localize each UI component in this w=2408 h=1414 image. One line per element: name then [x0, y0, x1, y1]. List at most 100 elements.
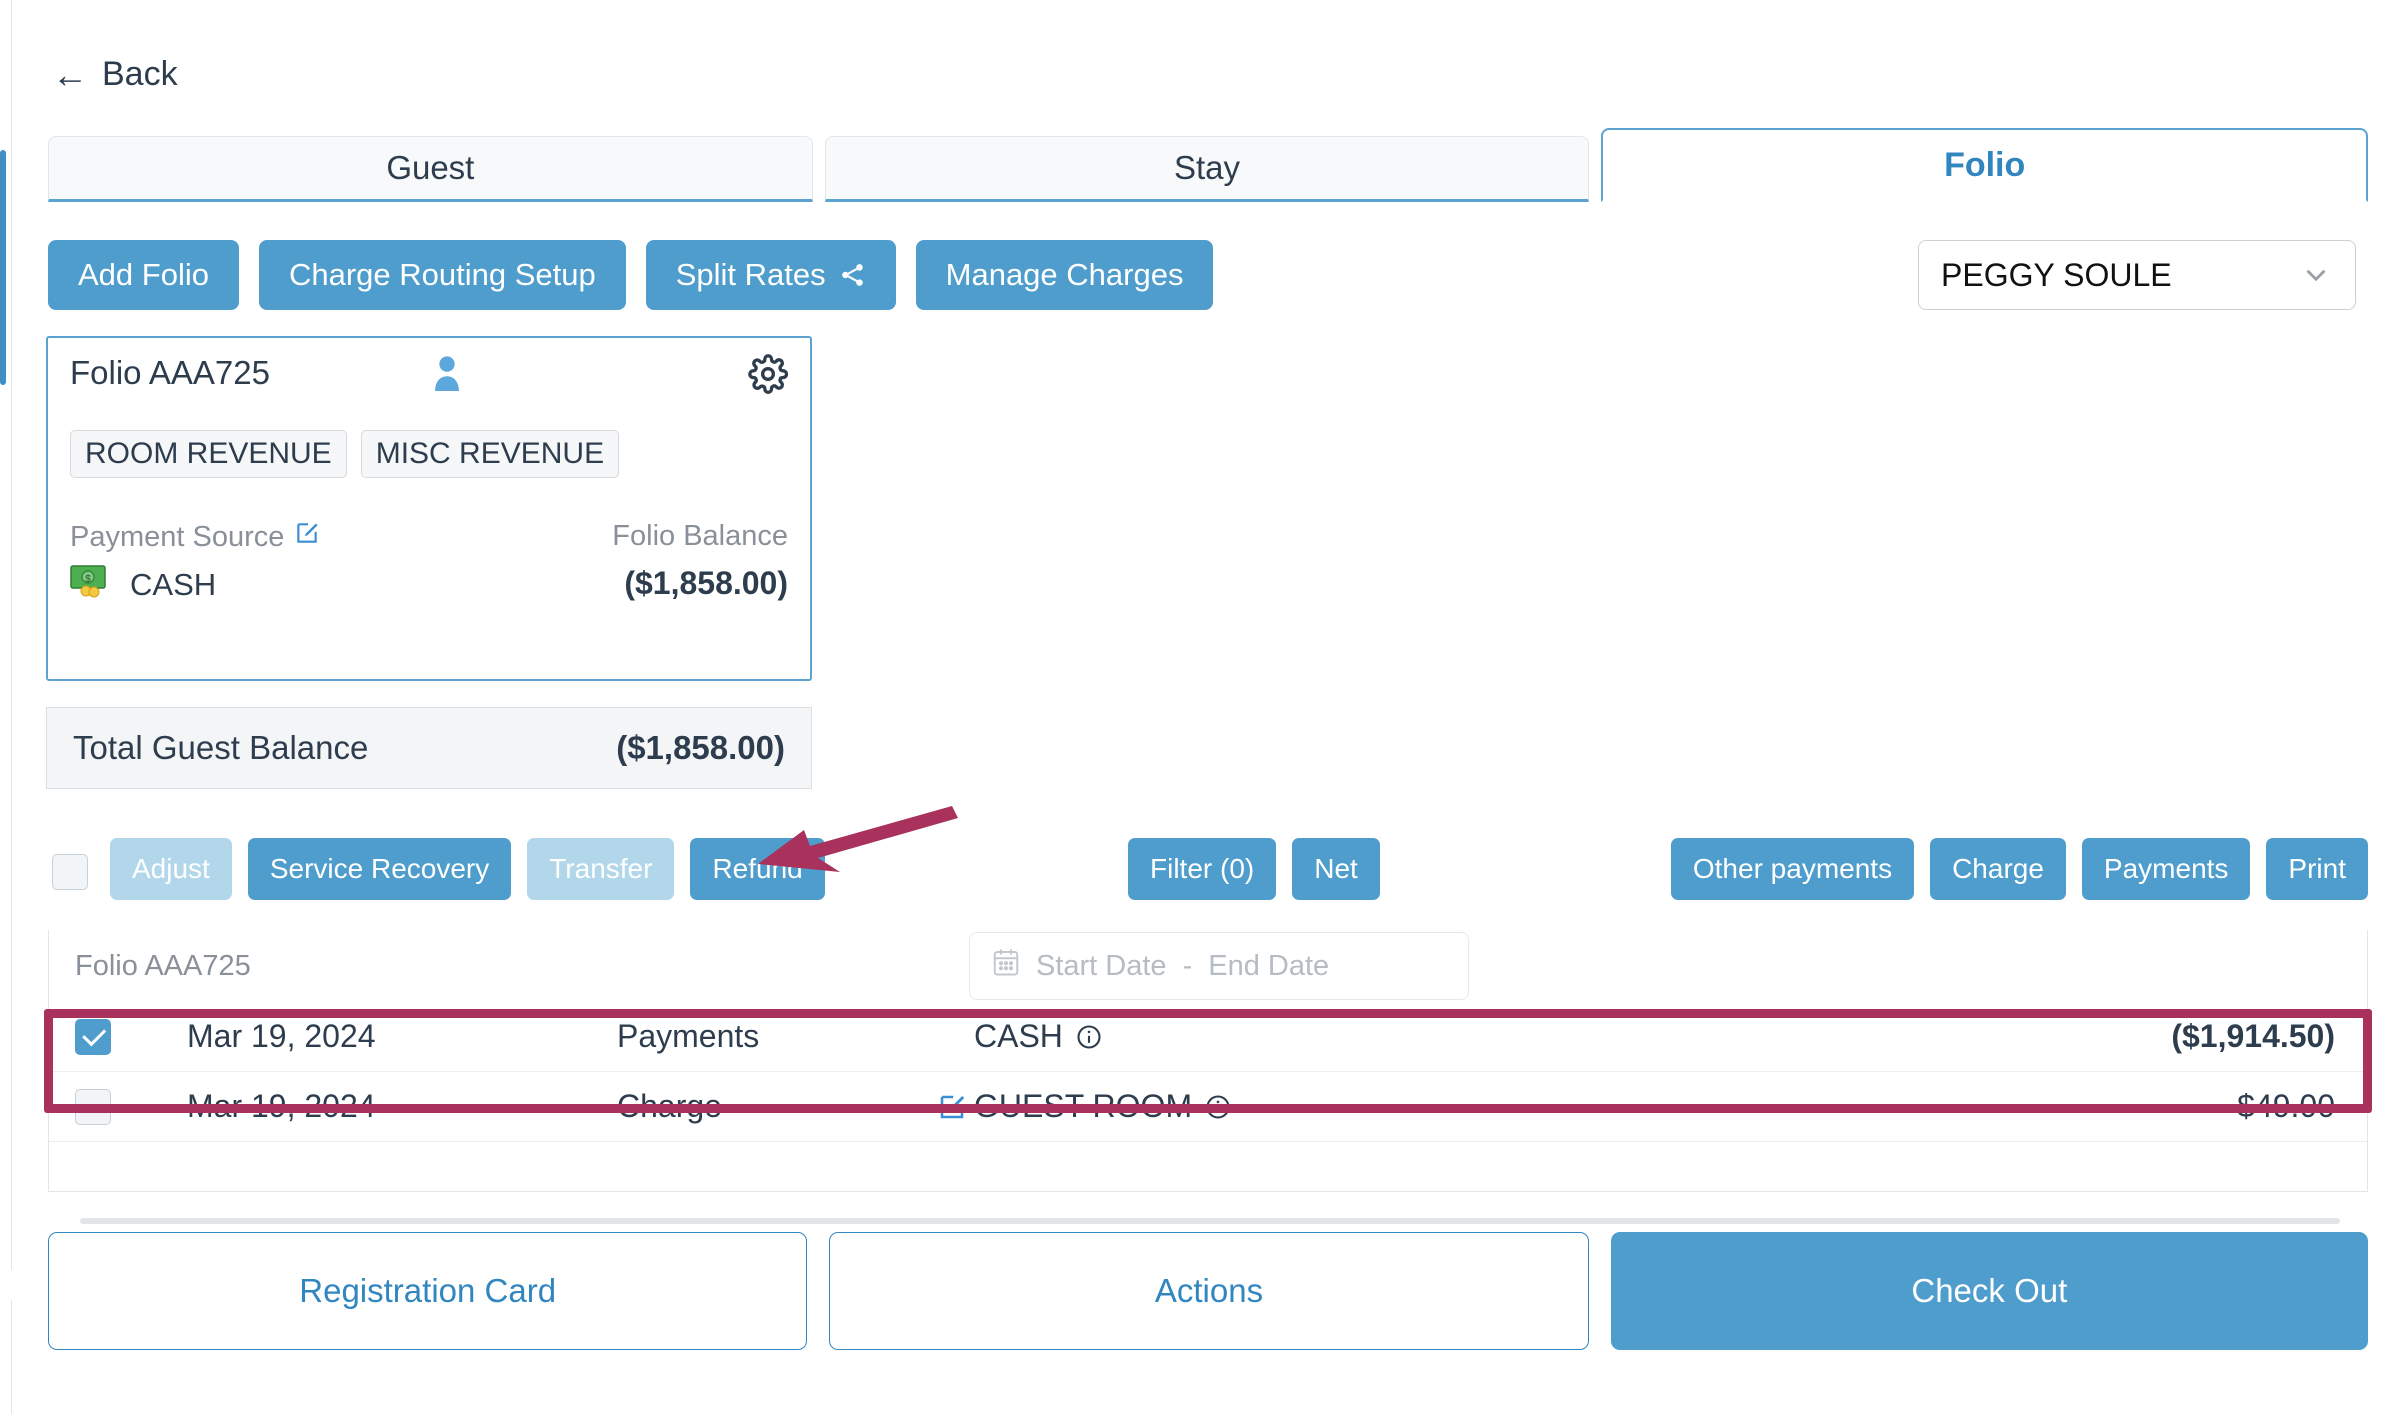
toolbar-mid-group: Filter (0) Net: [1128, 838, 1380, 900]
transfer-button[interactable]: Transfer: [527, 838, 675, 900]
chip-misc-revenue-label: MISC REVENUE: [375, 437, 605, 470]
row-source: GUEST ROOM: [974, 1088, 1232, 1125]
row-source: CASH: [974, 1018, 1103, 1055]
tab-stay[interactable]: Stay: [824, 136, 1590, 202]
date-range-separator: -: [1182, 949, 1193, 982]
chip-room-revenue[interactable]: ROOM REVENUE: [70, 430, 347, 478]
table-folio-label: Folio AAA725: [75, 950, 251, 982]
back-label: Back: [102, 55, 178, 93]
print-button[interactable]: Print: [2266, 838, 2368, 900]
annotation-arrow: [752, 800, 962, 885]
folio-balance-block: Folio Balance ($1,858.00): [612, 520, 788, 606]
chip-misc-revenue[interactable]: MISC REVENUE: [360, 430, 620, 478]
payments-button[interactable]: Payments: [2081, 838, 2251, 900]
calendar-icon: [992, 947, 1020, 985]
start-date-input[interactable]: Start Date: [1036, 949, 1167, 982]
row-checkbox[interactable]: [75, 1088, 111, 1125]
check-out-button[interactable]: Check Out: [1610, 1232, 2368, 1350]
add-folio-label: Add Folio: [78, 257, 209, 292]
tab-stay-label: Stay: [1173, 149, 1241, 186]
edit-icon[interactable]: [937, 1092, 967, 1122]
person-icon[interactable]: [430, 354, 464, 399]
print-label: Print: [2288, 853, 2346, 884]
adjust-label: Adjust: [132, 853, 210, 884]
other-payments-label: Other payments: [1692, 853, 1893, 884]
edit-icon[interactable]: [294, 520, 320, 554]
footer-action-bar: Registration Card Actions Check Out: [48, 1232, 2368, 1350]
net-label: Net: [1314, 853, 1358, 884]
table-header: Folio AAA725 Start Date - End Date: [49, 930, 2367, 1002]
actions-label: Actions: [1154, 1272, 1264, 1309]
row-date: Mar 19, 2024: [187, 1088, 376, 1124]
manage-charges-label: Manage Charges: [945, 257, 1184, 292]
payment-source-value-row: $ CASH: [70, 564, 320, 606]
registration-card-button[interactable]: Registration Card: [48, 1232, 808, 1350]
folio-card-header: Folio AAA725: [70, 338, 789, 408]
row-type: Payments: [617, 1018, 760, 1054]
svg-text:$: $: [85, 574, 91, 585]
select-all-checkbox[interactable]: [52, 854, 88, 890]
money-icon: $: [70, 564, 114, 606]
left-scroll-track-lower: [11, 1300, 12, 1414]
filter-label: Filter (0): [1150, 853, 1255, 884]
split-rates-label: Split Rates: [675, 257, 826, 292]
table-row[interactable]: Mar 19, 2024 Charge GUEST ROOM $49.00: [49, 1072, 2367, 1142]
tab-bar: Guest Stay Folio: [48, 128, 2369, 202]
row-date: Mar 19, 2024: [187, 1018, 376, 1054]
table-row[interactable]: Mar 19, 2024 Payments CASH ($1,914.50): [49, 1002, 2367, 1072]
service-recovery-label: Service Recovery: [269, 853, 490, 884]
guest-select[interactable]: PEGGY SOULE: [1918, 240, 2356, 310]
split-rates-button[interactable]: Split Rates: [645, 240, 896, 310]
row-amount: ($1,914.50): [2171, 1018, 2335, 1054]
chevron-down-icon: [2299, 258, 2333, 292]
payments-label: Payments: [2103, 853, 2229, 884]
other-payments-button[interactable]: Other payments: [1670, 838, 1915, 900]
share-icon: [840, 262, 866, 288]
payment-source-block: Payment Source $: [70, 520, 320, 606]
registration-card-label: Registration Card: [299, 1272, 557, 1309]
info-icon[interactable]: [1204, 1093, 1232, 1121]
row-checkbox[interactable]: [75, 1018, 111, 1055]
end-date-input[interactable]: End Date: [1208, 949, 1330, 982]
folio-balance-label: Folio Balance: [612, 520, 788, 552]
add-folio-button[interactable]: Add Folio: [48, 240, 239, 310]
guest-select-value: PEGGY SOULE: [1941, 256, 2172, 293]
date-range-filter[interactable]: Start Date - End Date: [969, 932, 1469, 1000]
gear-icon[interactable]: [748, 354, 789, 399]
actions-button[interactable]: Actions: [829, 1232, 1589, 1350]
charge-label: Charge: [1952, 853, 2044, 884]
charge-routing-setup-button[interactable]: Charge Routing Setup: [258, 240, 626, 310]
charge-routing-setup-label: Charge Routing Setup: [288, 257, 596, 292]
info-icon[interactable]: [1075, 1023, 1103, 1051]
tab-guest[interactable]: Guest: [48, 136, 813, 202]
folio-card-footer: Payment Source $: [70, 520, 788, 606]
folio-toolbar: Adjust Service Recovery Transfer Refund …: [48, 838, 2368, 906]
transfer-label: Transfer: [549, 853, 653, 884]
service-recovery-button[interactable]: Service Recovery: [247, 838, 512, 900]
charge-button[interactable]: Charge: [1930, 838, 2066, 900]
toolbar-left-group: Adjust Service Recovery Transfer Refund: [110, 838, 825, 900]
tab-folio-label: Folio: [1944, 145, 2026, 184]
tab-folio[interactable]: Folio: [1601, 128, 2369, 202]
total-guest-balance-label: Total Guest Balance: [73, 729, 369, 766]
payment-source-label: Payment Source: [70, 520, 285, 553]
row-type: Charge: [617, 1088, 722, 1124]
manage-charges-button[interactable]: Manage Charges: [915, 240, 1214, 310]
row-source-label: GUEST ROOM: [974, 1088, 1193, 1124]
toolbar-right-group: Other payments Charge Payments Print: [1670, 838, 2368, 900]
payment-source-value: CASH: [130, 567, 217, 602]
folio-card: Folio AAA725 ROOM REVENUE MISC REVENUE: [46, 336, 812, 681]
filter-button[interactable]: Filter (0): [1128, 838, 1277, 900]
folio-transactions-panel: Folio AAA725 Start Date - End Date: [48, 930, 2368, 1192]
revenue-chip-group: ROOM REVENUE MISC REVENUE: [70, 430, 788, 478]
net-button[interactable]: Net: [1292, 838, 1380, 900]
tab-guest-label: Guest: [386, 149, 475, 186]
adjust-button[interactable]: Adjust: [110, 838, 232, 900]
total-guest-balance-value: ($1,858.00): [616, 729, 785, 766]
left-scrollbar-thumb[interactable]: [0, 150, 6, 385]
back-button[interactable]: ← Back: [52, 55, 178, 94]
left-scroll-track: [11, 0, 12, 1270]
back-arrow-icon: ←: [52, 53, 88, 95]
table-horizontal-scrollbar[interactable]: [80, 1218, 2340, 1224]
